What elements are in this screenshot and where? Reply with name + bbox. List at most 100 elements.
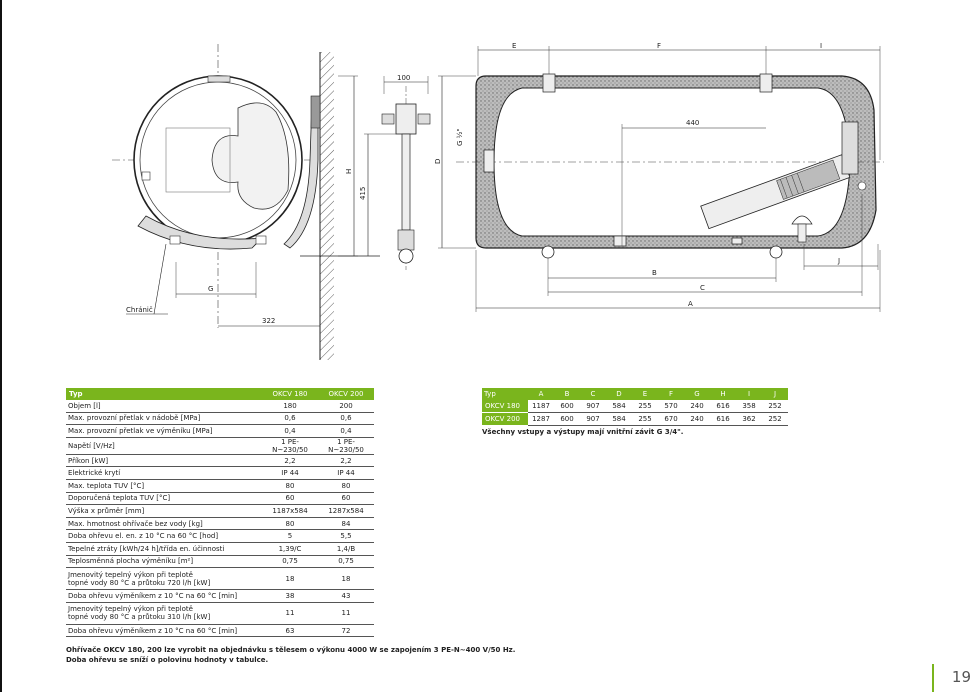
dims-header: A [528, 388, 554, 400]
cell-value: 362 [736, 412, 762, 426]
row-label: Doporučená teplota TUV [°C] [66, 492, 262, 506]
bracket-detail: 100 415 [359, 74, 431, 270]
cell-value: 80 [262, 517, 318, 531]
cell-value: 252 [762, 412, 788, 426]
spec-note-1: Ohřívače OKCV 180, 200 lze vyrobit na ob… [66, 646, 516, 654]
dim-f-label: F [657, 42, 661, 50]
row-label: Příkon [kW] [66, 454, 262, 468]
cell-value: 240 [684, 412, 710, 426]
page-number-bar [932, 664, 934, 692]
cell-value: 5,5 [318, 529, 374, 543]
dim-415-label: 415 [359, 187, 367, 200]
cell-value: 255 [632, 400, 658, 413]
cell-value: 584 [606, 412, 632, 426]
row-label: Doba ohřevu výměníkem z 10 °C na 60 °C [… [66, 589, 262, 603]
cell-value: 18 [262, 567, 318, 591]
dims-type-cell: OKCV 180 [482, 400, 528, 413]
cell-value: 0,6 [262, 412, 318, 426]
cell-value: 11 [262, 602, 318, 625]
dims-header: D [606, 388, 632, 400]
dim-d-label: D [434, 159, 442, 164]
page-number: 19 [951, 668, 971, 686]
cell-value: 240 [684, 400, 710, 413]
cell-value: 670 [658, 412, 684, 426]
spec-header-row: Typ OKCV 180 OKCV 200 [66, 388, 374, 400]
cell-value: 1,4/B [318, 542, 374, 556]
cell-value: 200 [318, 400, 374, 413]
dim-b-label: B [652, 269, 657, 277]
dims-note: Všechny vstupy a výstupy mají vnitřní zá… [482, 428, 684, 436]
dim-g-label: G [208, 285, 213, 293]
row-label: Elektrické krytí [66, 466, 262, 480]
cell-value: 2,2 [262, 454, 318, 468]
row-label: Napětí [V/Hz] [66, 437, 262, 455]
dims-header-row: Typ A B C D E F G H I J [482, 388, 788, 400]
cell-value: 1287 [528, 412, 554, 426]
table-row: Tepelné ztráty [kWh/24 h]/třída en. účin… [66, 542, 374, 556]
cell-value: 60 [262, 492, 318, 506]
table-row: Max. provozní přetlak ve výměníku [MPa]0… [66, 424, 374, 438]
row-label-line2: topné vody 80 °C a průtoku 720 l/h [kW] [68, 578, 211, 587]
cell-value: 84 [318, 517, 374, 531]
cell-value: 0,75 [262, 555, 318, 569]
dims-header: F [658, 388, 684, 400]
cell-value: 616 [710, 400, 736, 413]
spec-header-okcv200: OKCV 200 [318, 388, 374, 400]
table-row: Doba ohřevu výměníkem z 10 °C na 60 °C [… [66, 589, 374, 603]
cell-value: 72 [318, 624, 374, 638]
cell-value: 570 [658, 400, 684, 413]
row-label: Max. provozní přetlak ve výměníku [MPa] [66, 424, 262, 438]
cell-value: 1187 [528, 400, 554, 413]
spec-note-2: Doba ohřevu se sníží o polovinu hodnoty … [66, 656, 269, 664]
cell-value: 5 [262, 529, 318, 543]
table-row: OKCV 200 1287 600 907 584 255 670 240 61… [482, 412, 788, 426]
cell-value: 2,2 [318, 454, 374, 468]
dim-322-label: 322 [262, 317, 275, 325]
row-label: Doba ohřevu el. en. z 10 °C na 60 °C [ho… [66, 529, 262, 543]
dims-header: G [684, 388, 710, 400]
row-label-line1: Jmenovitý tepelný výkon při teplotě [68, 570, 193, 579]
protector-label: Chránič [126, 306, 153, 314]
cell-value: 1,39/C [262, 542, 318, 556]
dim-i-label: I [820, 42, 822, 50]
cell-value: 252 [762, 400, 788, 413]
spec-header-okcv180: OKCV 180 [262, 388, 318, 400]
table-row: OKCV 180 1187 600 907 584 255 570 240 61… [482, 400, 788, 413]
wall-hatch [320, 52, 334, 360]
dim-e-label: E [512, 42, 516, 50]
dim-h-label: H [345, 169, 353, 174]
cell-value: 0,6 [318, 412, 374, 426]
cell-value: 600 [554, 400, 580, 413]
dims-header: I [736, 388, 762, 400]
front-view: E F I G ½" [434, 42, 884, 312]
row-label: Výška x průměr [mm] [66, 504, 262, 518]
cell-value: 600 [554, 412, 580, 426]
side-view: Chránič G 322 H [112, 44, 380, 360]
row-label-line1: Jmenovitý tepelný výkon při teplotě [68, 605, 193, 614]
dim-j-label: J [837, 257, 840, 265]
spec-header-type: Typ [66, 388, 262, 400]
g-thread-label: G ½" [456, 128, 464, 146]
row-label: Tepelné ztráty [kWh/24 h]/třída en. účin… [66, 542, 262, 556]
cell-value: 584 [606, 400, 632, 413]
dims-header: E [632, 388, 658, 400]
cell-value: 63 [262, 624, 318, 638]
cell-value: 11 [318, 602, 374, 625]
cell-value: 60 [318, 492, 374, 506]
cell-value: 43 [318, 589, 374, 603]
cell-value: 255 [632, 412, 658, 426]
dims-header: J [762, 388, 788, 400]
cell-value: 616 [710, 412, 736, 426]
cell-value: 907 [580, 400, 606, 413]
cell-value: 180 [262, 400, 318, 413]
